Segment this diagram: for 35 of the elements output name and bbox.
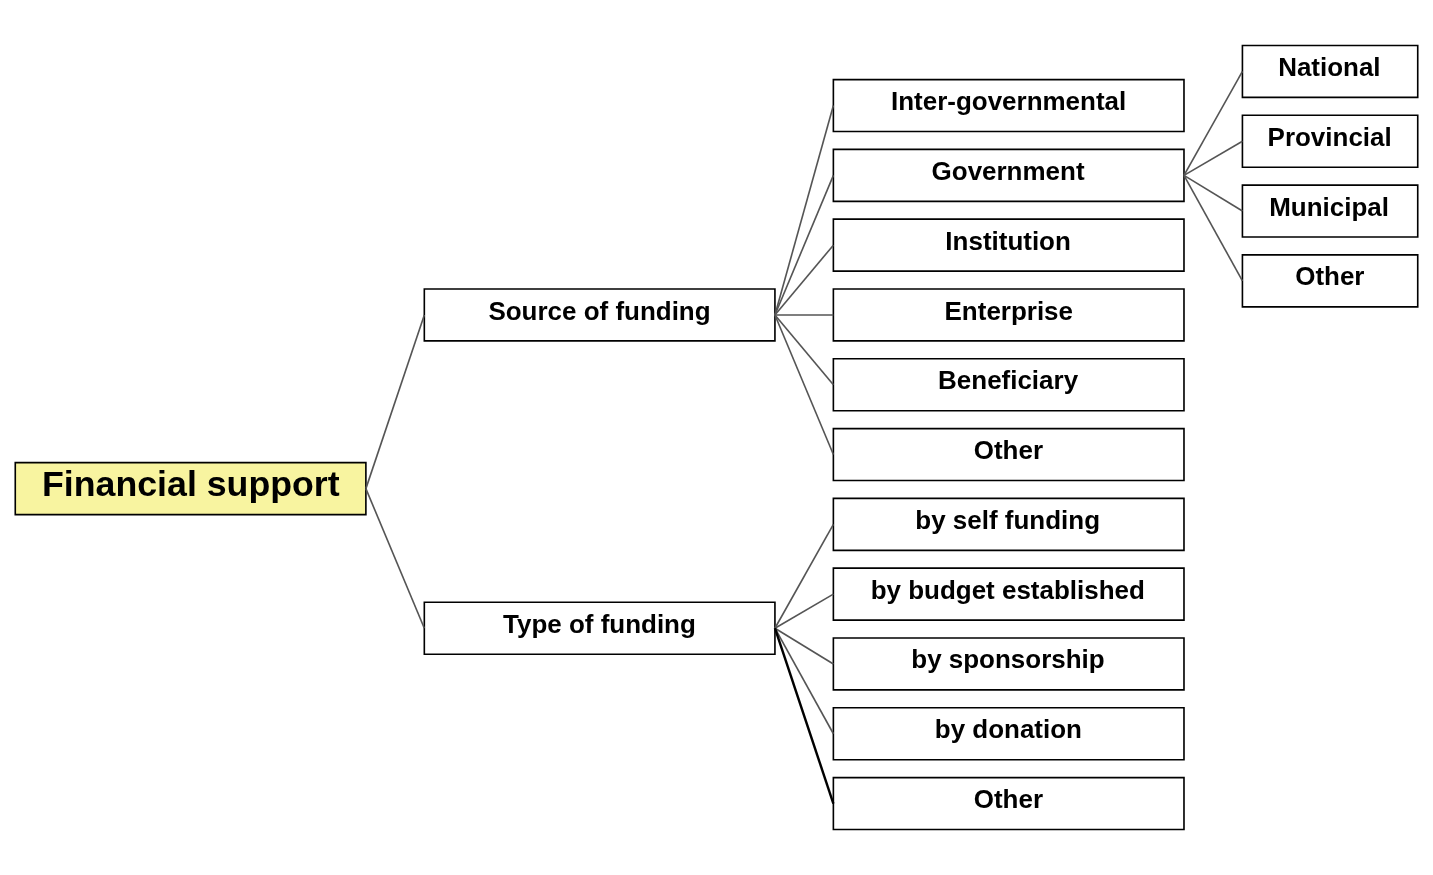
node-box: Financial support — [14, 461, 367, 516]
node-box: Other — [832, 776, 1185, 831]
node-box: by donation — [832, 706, 1185, 761]
node-box: Enterprise — [832, 288, 1185, 342]
node-box: by sponsorship — [832, 637, 1185, 691]
connector — [1183, 174, 1244, 282]
node-box: Inter-governmental — [832, 78, 1185, 133]
connector — [1183, 70, 1244, 177]
connector — [774, 627, 835, 735]
node-box: Other — [832, 427, 1185, 482]
connector — [1183, 174, 1244, 212]
connector — [774, 314, 835, 316]
connector — [773, 627, 835, 804]
connector — [774, 104, 835, 316]
connector — [774, 627, 835, 665]
node-box: Municipal — [1241, 184, 1419, 238]
connector — [774, 314, 835, 456]
node-box: Type of funding — [423, 601, 776, 655]
node-box: Source of funding — [423, 288, 776, 342]
connector — [774, 593, 835, 630]
node-box: Institution — [832, 218, 1185, 272]
connector — [365, 314, 426, 490]
connector — [774, 523, 835, 630]
node-box: Government — [832, 148, 1185, 203]
node-box: Provincial — [1241, 114, 1419, 169]
node-box: by budget established — [832, 567, 1185, 621]
connector — [774, 314, 835, 386]
connector — [774, 174, 835, 316]
connector — [1183, 140, 1244, 177]
node-box: Other — [1241, 254, 1419, 308]
node-box: National — [1241, 44, 1419, 99]
node-box: Beneficiary — [832, 357, 1185, 412]
connector — [774, 244, 835, 316]
connector — [365, 487, 426, 630]
node-box: by self funding — [832, 497, 1185, 552]
